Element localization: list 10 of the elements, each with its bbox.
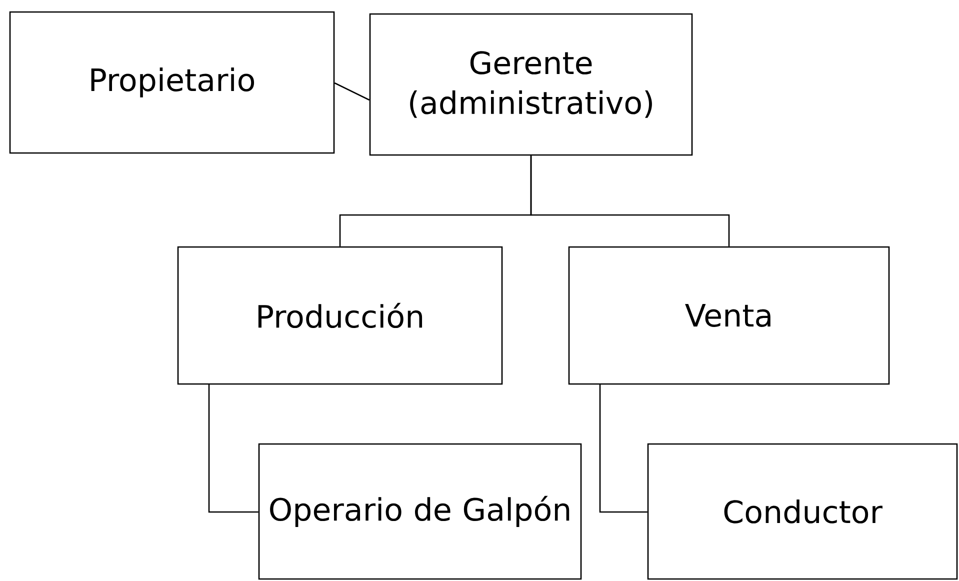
org-box: Producción [177,246,503,385]
org-box: Operario de Galpón [258,443,582,580]
org-box: Gerente (administrativo) [369,13,693,156]
org-box: Venta [568,246,890,385]
connector [208,384,258,513]
connector [530,156,730,246]
connector [334,82,370,101]
connector [599,384,648,513]
org-box: Propietario [9,11,335,154]
org-box: Conductor [647,443,958,580]
